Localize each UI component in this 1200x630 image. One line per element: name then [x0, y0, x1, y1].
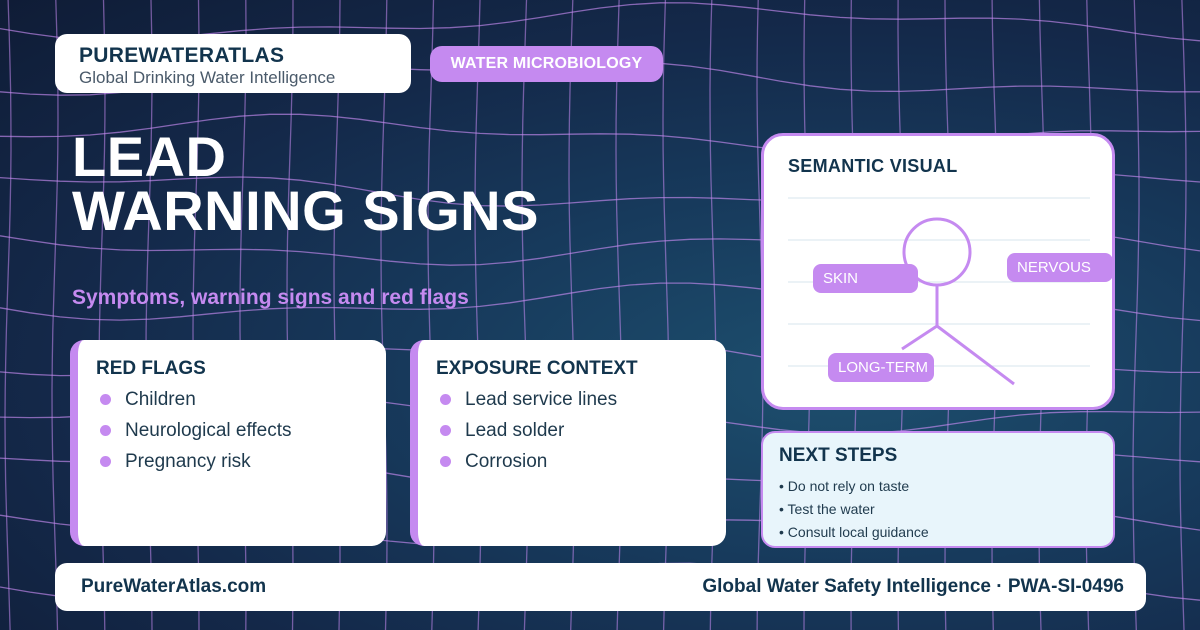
list-item: Lead solder	[436, 415, 726, 446]
brand-tagline: Global Drinking Water Intelligence	[79, 68, 336, 87]
footer-bar: PureWaterAtlas.com Global Water Safety I…	[55, 563, 1146, 611]
left-limb-line	[901, 324, 938, 351]
bullet-dot-icon	[100, 456, 111, 467]
footer-site-link[interactable]: PureWaterAtlas.com	[81, 576, 267, 597]
long-term-label: LONG-TERM	[828, 353, 934, 382]
page-title-line-1: LEAD	[72, 125, 227, 188]
bullet-dot-icon	[440, 456, 451, 467]
grid-line	[4, 0, 12, 630]
exposure-context-list: Lead service lines Lead solder Corrosion	[436, 384, 726, 477]
right-limb-line	[936, 324, 1015, 386]
next-steps-title: NEXT STEPS	[779, 445, 898, 466]
skin-label: SKIN	[813, 264, 918, 293]
list-item: Corrosion	[436, 446, 726, 477]
exposure-context-title: EXPOSURE CONTEXT	[436, 358, 638, 379]
head-icon	[902, 217, 972, 287]
list-item-label: Lead service lines	[465, 388, 618, 410]
grid-line	[1179, 0, 1187, 630]
brand-card: PUREWATERATLAS Global Drinking Water Int…	[55, 34, 411, 93]
page-title: LEAD WARNING SIGNS	[72, 125, 539, 242]
list-item-label: Pregnancy risk	[125, 450, 251, 472]
next-steps-card: NEXT STEPS • Do not rely on taste • Test…	[761, 431, 1115, 548]
semantic-visual-card: SEMANTIC VISUAL SKIN NERVOUS LONG-TERM	[761, 133, 1115, 410]
semantic-visual-title: SEMANTIC VISUAL	[788, 156, 958, 176]
list-item: Pregnancy risk	[96, 446, 386, 477]
red-flags-list: Children Neurological effects Pregnancy …	[96, 384, 386, 477]
brand-name: PUREWATERATLAS	[79, 44, 285, 67]
red-flags-card: RED FLAGS Children Neurological effects …	[70, 340, 386, 546]
page-subtitle: Symptoms, warning signs and red flags	[72, 286, 469, 309]
list-item-label: Corrosion	[465, 450, 548, 472]
list-item: • Do not rely on taste	[779, 478, 910, 494]
list-item-label: Lead solder	[465, 419, 565, 441]
person-figure-icon	[901, 217, 1015, 386]
list-item: • Consult local guidance	[779, 524, 929, 540]
red-flags-title: RED FLAGS	[96, 358, 206, 379]
list-item: • Test the water	[779, 501, 875, 517]
bullet-dot-icon	[440, 425, 451, 436]
page-title-line-2: WARNING SIGNS	[72, 179, 539, 242]
bullet-dot-icon	[440, 394, 451, 405]
next-steps-list: • Do not rely on taste • Test the water …	[779, 475, 1097, 544]
grid-line	[380, 0, 388, 630]
list-item: Lead service lines	[436, 384, 726, 415]
footer-tagline: Global Water Safety Intelligence · PWA-S…	[702, 576, 1124, 597]
grid-line	[51, 0, 59, 630]
topic-badge: WATER MICROBIOLOGY	[430, 46, 663, 82]
list-item-label: Children	[125, 388, 196, 410]
list-item-label: Neurological effects	[125, 419, 292, 441]
list-item: Neurological effects	[96, 415, 386, 446]
nervous-label: NERVOUS	[1007, 253, 1113, 282]
bullet-dot-icon	[100, 394, 111, 405]
exposure-context-card: EXPOSURE CONTEXT Lead service lines Lead…	[410, 340, 726, 546]
grid-line	[1132, 0, 1140, 630]
bullet-dot-icon	[100, 425, 111, 436]
list-item: Children	[96, 384, 386, 415]
